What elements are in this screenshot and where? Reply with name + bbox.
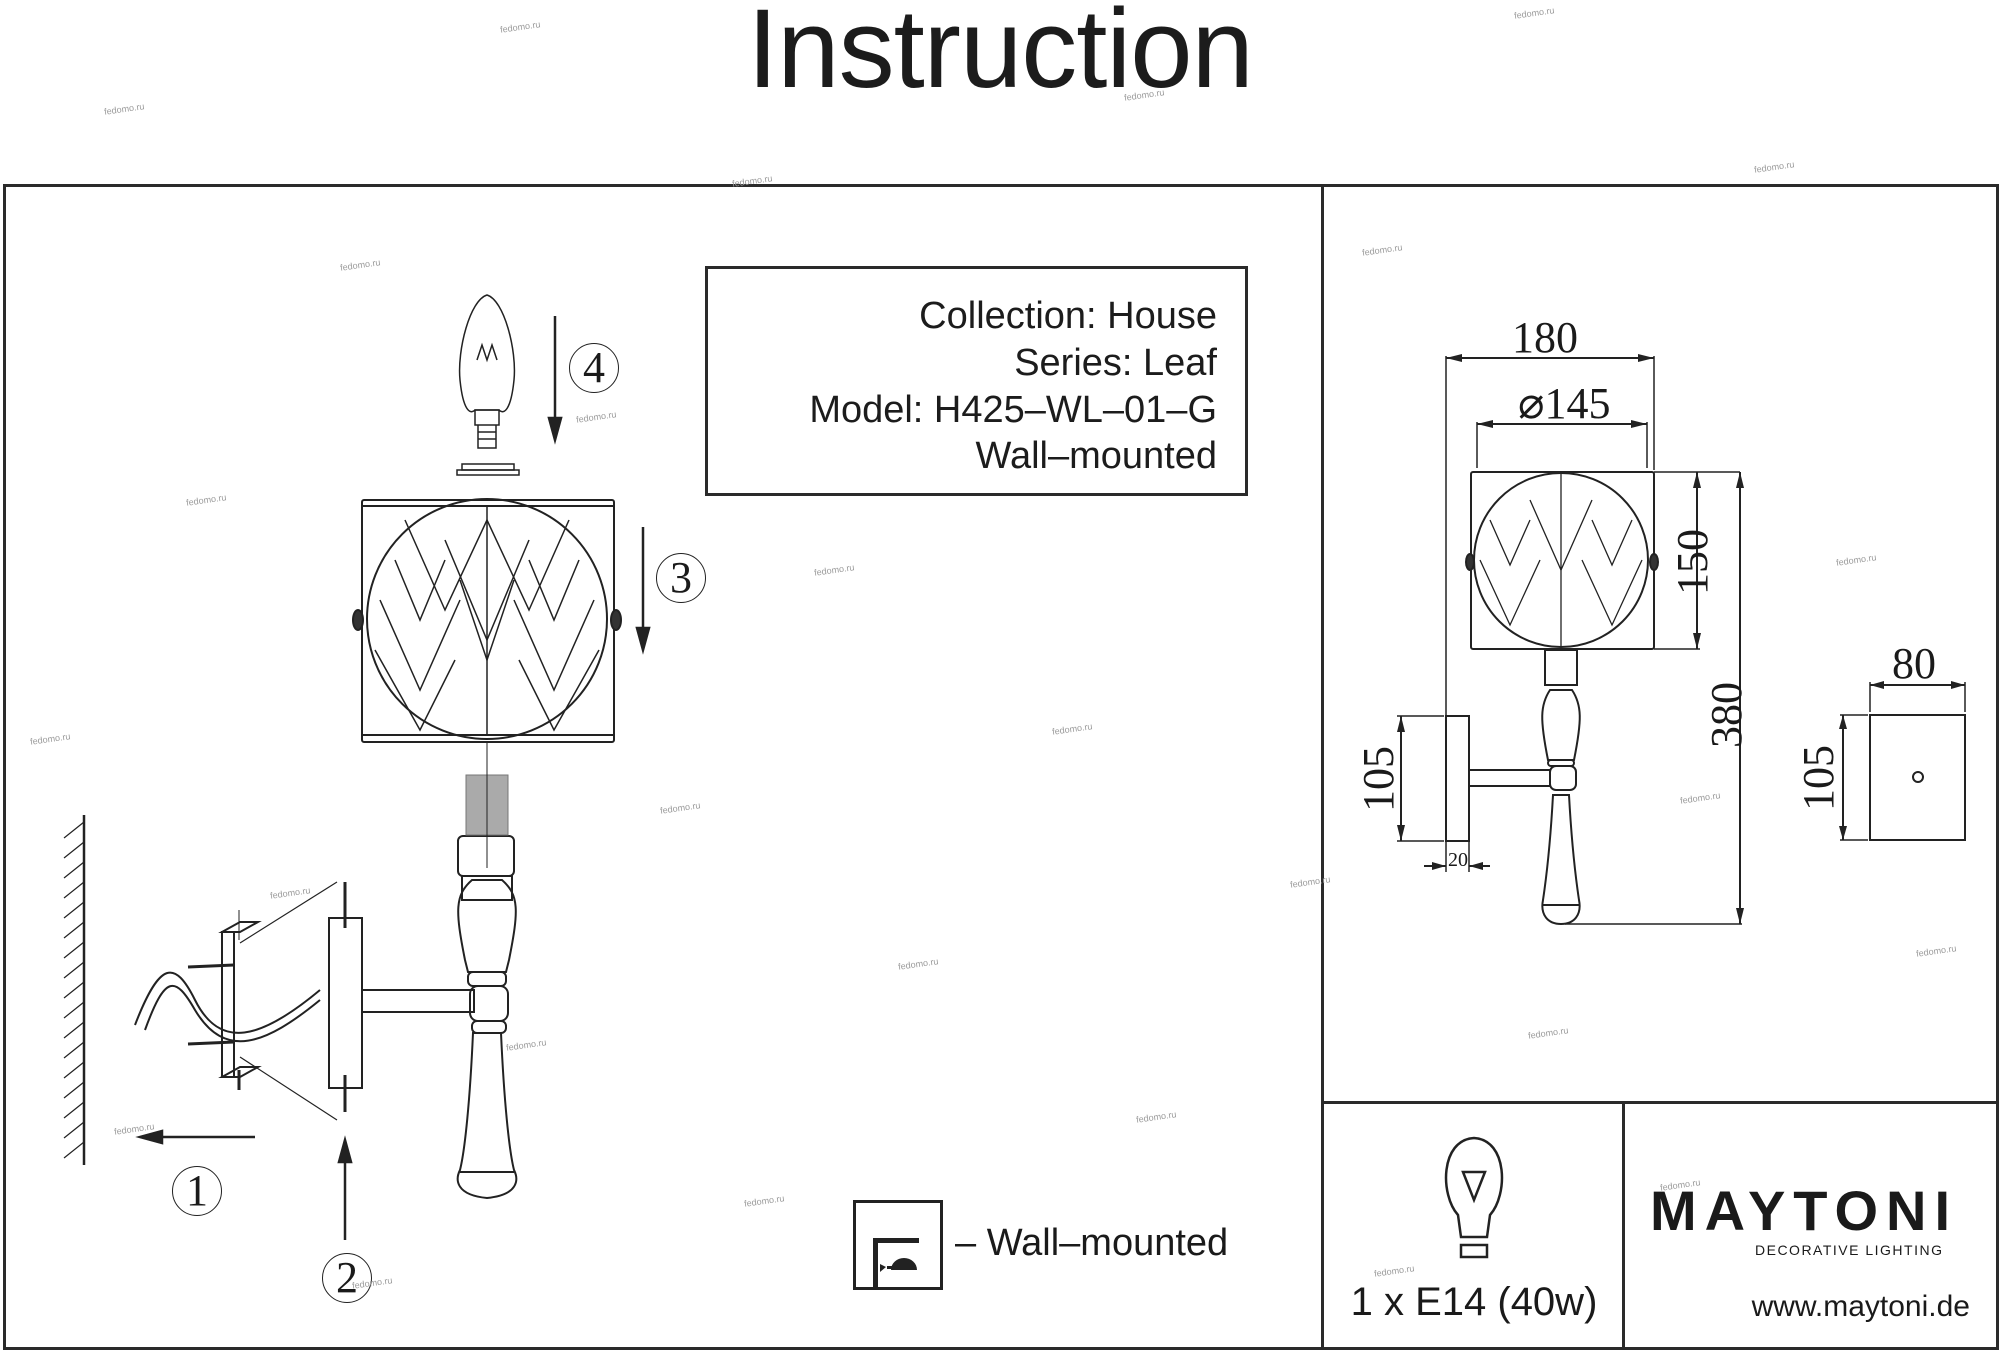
brand-url-link[interactable]: www.maytoni.de — [1751, 1290, 1970, 1323]
lamp-shade-icon — [352, 498, 622, 743]
step-3-marker: 3 — [656, 553, 706, 603]
wall-mount-icon — [853, 1200, 943, 1290]
step-1-marker: 1 — [172, 1166, 222, 1216]
product-info-box: Collection: House Series: Leaf Model: H4… — [705, 266, 1248, 496]
footer-divider — [1622, 1101, 1625, 1350]
bulb-spec-label: 1 x E14 (40w) — [1350, 1280, 1598, 1324]
wall-icon — [63, 815, 86, 1165]
dim-base-depth: 20 — [1448, 849, 1468, 871]
step-4-marker: 4 — [569, 343, 619, 393]
outer-frame — [3, 184, 1999, 1350]
dim-total-width: 180 — [1512, 313, 1578, 362]
step-2-marker: 2 — [322, 1253, 372, 1303]
model-label: Model: H425–WL–01–G — [809, 389, 1217, 431]
panel-divider-horizontal — [1321, 1101, 1999, 1104]
mount-type-label: Wall–mounted — [975, 435, 1218, 477]
collection-label: Collection: House — [919, 295, 1217, 337]
candle-bulb-icon — [456, 294, 520, 476]
page-title: Instruction — [747, 0, 1254, 111]
brand-logo: MAYTONI — [1650, 1179, 1959, 1242]
brand-tagline: DECORATIVE LIGHTING — [1755, 1242, 1944, 1258]
series-label: Series: Leaf — [1014, 342, 1217, 384]
mounting-bracket-icon — [187, 910, 262, 1090]
dim-shade-diameter: ⌀145 — [1518, 379, 1611, 428]
panel-divider-vertical — [1321, 184, 1324, 1350]
wall-mount-legend-label: – Wall–mounted — [955, 1222, 1229, 1264]
dim-backplate-width: 80 — [1892, 639, 1936, 688]
